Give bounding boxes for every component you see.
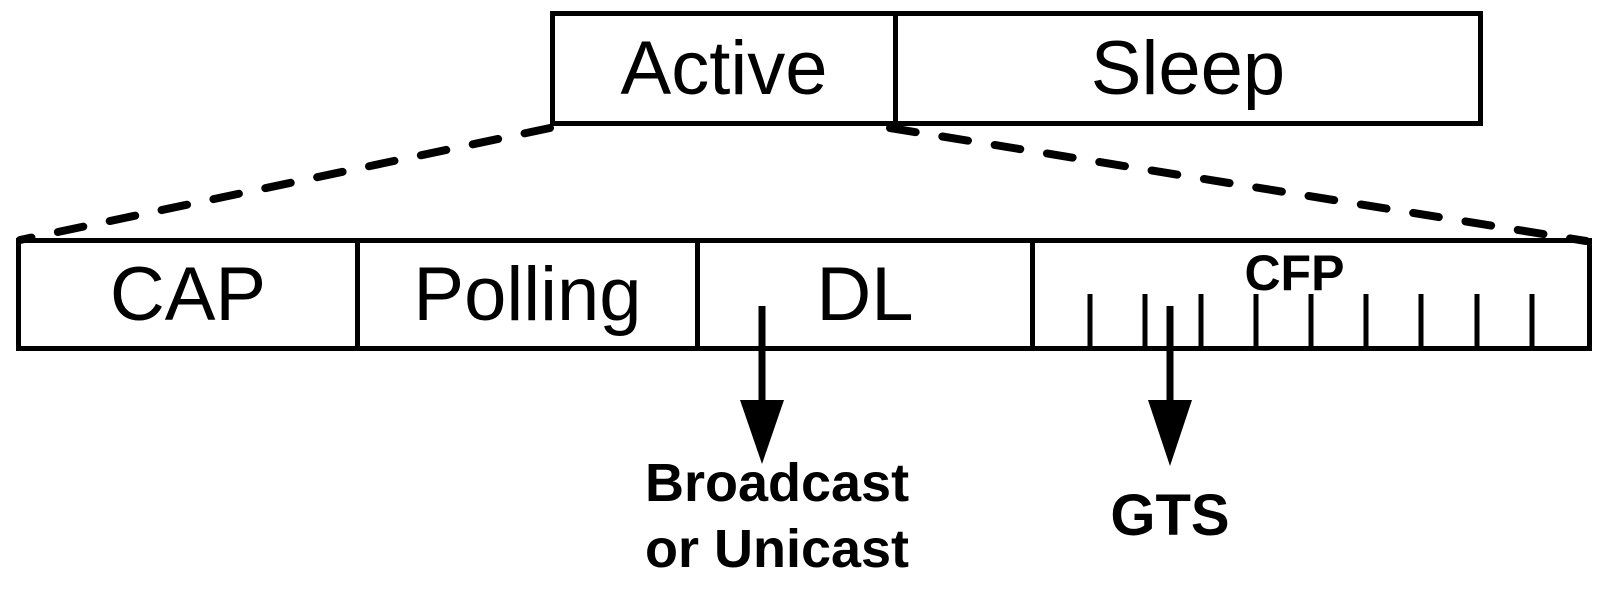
- cfp-box: CFP: [1030, 243, 1587, 346]
- cfp-slot-tick: [1198, 294, 1204, 346]
- superframe-period-row: Active Sleep: [550, 11, 1483, 126]
- cfp-slot-tick: [1142, 294, 1148, 346]
- cfp-slot-tick: [1474, 294, 1480, 346]
- cfp-label: CFP: [1244, 245, 1345, 301]
- cfp-slot-tick: [1363, 294, 1369, 346]
- polling-box: Polling: [355, 243, 695, 346]
- cfp-slot-tick: [1418, 294, 1424, 346]
- expansion-dashed-line-right: [886, 124, 1590, 245]
- cap-box: CAP: [21, 243, 355, 346]
- expansion-dashed-line-left: [16, 124, 554, 244]
- gts-label: GTS: [1110, 483, 1230, 548]
- polling-label: Polling: [413, 251, 642, 337]
- broadcast-unicast-label-line2: or Unicast: [644, 519, 910, 579]
- cfp-slot-tick: [1308, 294, 1314, 346]
- cap-label: CAP: [109, 251, 267, 337]
- cfp-slot-tick: [1253, 294, 1259, 346]
- active-period-box: Active: [555, 16, 893, 121]
- cfp-slot-tick: [1529, 294, 1535, 346]
- active-label: Active: [620, 25, 828, 111]
- dl-label: DL: [816, 251, 914, 337]
- broadcast-unicast-label: Broadcast or Unicast: [597, 450, 957, 582]
- active-period-detail-row: CAP Polling DL CFP: [16, 238, 1592, 351]
- sleep-period-box: Sleep: [893, 16, 1478, 121]
- broadcast-unicast-label-line1: Broadcast: [644, 453, 910, 513]
- cfp-ticks: [1035, 243, 1587, 346]
- dl-box: DL: [695, 243, 1030, 346]
- cfp-slot-tick: [1087, 294, 1093, 346]
- sleep-label: Sleep: [1090, 25, 1286, 111]
